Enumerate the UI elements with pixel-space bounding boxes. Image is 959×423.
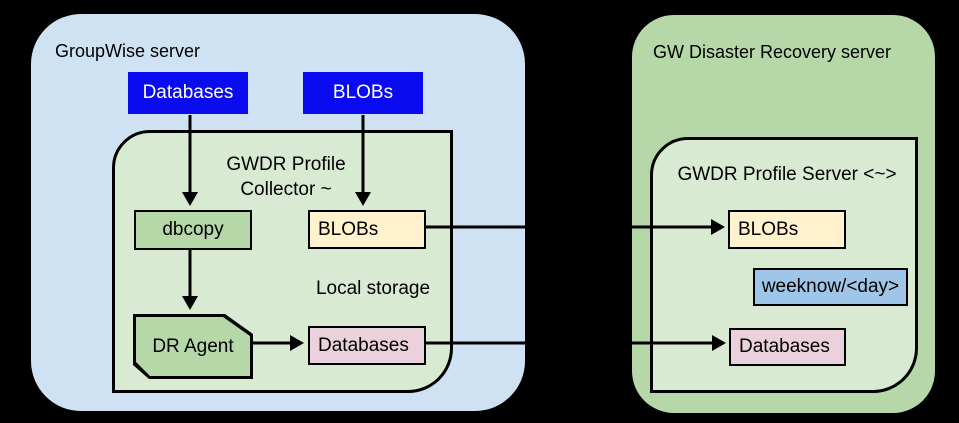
disaster-recovery-server-group: GW Disaster Recovery server GWDR Profile… [632, 15, 935, 413]
gwdr-profile-server-title: GWDR Profile Server <~> [677, 164, 897, 185]
local-storage-label: Local storage [315, 278, 431, 299]
groupwise-server-group: GroupWise server Databases BLOBs GWDR Pr… [31, 14, 525, 411]
dbcopy-node: dbcopy [134, 210, 252, 250]
gwdr-profile-server-box: GWDR Profile Server <~> BLOBs weeknow/<d… [650, 137, 918, 393]
disaster-recovery-server-title: GW Disaster Recovery server [653, 42, 892, 62]
collector-databases-label: Databases [318, 334, 409, 356]
week-folder-node: weeknow/<day> [753, 268, 908, 306]
dr-agent-fill: DR Agent [136, 317, 250, 376]
dr-agent-label: DR Agent [152, 335, 234, 357]
source-databases-label: Databases [142, 82, 234, 103]
collector-blobs-node: BLOBs [308, 210, 426, 249]
gwdr-profile-collector-box: GWDR Profile Collector ~ dbcopy BLOBs Lo… [112, 130, 453, 393]
profile-server-databases-node: Databases [729, 328, 846, 366]
source-blobs-label: BLOBs [332, 82, 394, 103]
profile-server-blobs-label: BLOBs [738, 218, 799, 240]
collector-title-line1: GWDR Profile [226, 154, 346, 175]
dbcopy-label: dbcopy [162, 219, 224, 240]
profile-server-databases-label: Databases [739, 336, 830, 357]
source-databases-node: Databases [128, 72, 248, 114]
week-folder-label: weeknow/<day> [761, 276, 900, 297]
collector-blobs-label: BLOBs [318, 218, 379, 240]
collector-title-line2: Collector ~ [240, 179, 332, 200]
profile-server-blobs-node: BLOBs [728, 210, 846, 249]
dr-agent-node: DR Agent [133, 314, 253, 379]
groupwise-server-title: GroupWise server [55, 41, 201, 61]
collector-databases-node: Databases [308, 326, 426, 365]
source-blobs-node: BLOBs [303, 72, 423, 114]
gwdr-profile-collector-title: GWDR Profile Collector ~ [186, 152, 386, 202]
